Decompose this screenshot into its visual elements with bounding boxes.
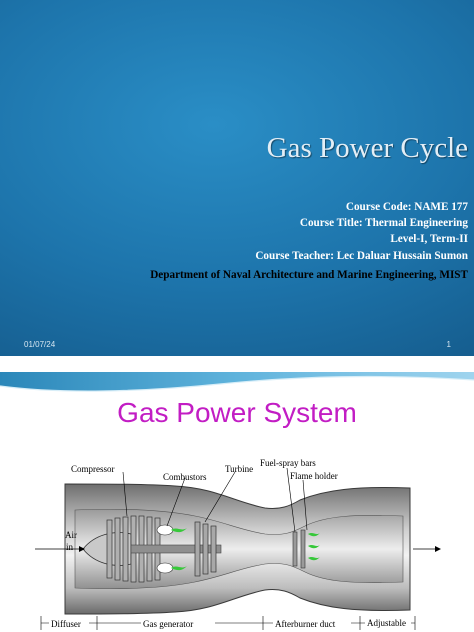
slide-date: 01/07/24: [24, 340, 56, 349]
label-compressor: Compressor: [71, 464, 115, 474]
course-title: Course Title: Thermal Engineering: [299, 217, 468, 230]
slide-title: Gas Power Cycle: [266, 132, 468, 164]
label-gas-generator: Gas generator: [143, 619, 193, 629]
label-adjustable: Adjustable: [367, 618, 406, 628]
label-afterburner-duct: Afterburner duct: [275, 619, 336, 629]
course-teacher: Course Teacher: Lec Daluar Hussain Sumon: [255, 249, 468, 262]
combustors: [156, 524, 187, 574]
gas-power-system-slide: Gas Power System: [0, 372, 474, 632]
department-name: Department of Naval Architecture and Mar…: [150, 269, 468, 281]
label-in: in: [66, 542, 74, 552]
slide-gap: [0, 356, 474, 372]
label-flame-holder: Flame holder: [290, 471, 338, 481]
course-level: Level-I, Term-II: [390, 233, 468, 246]
course-code: Course Code: NAME 177: [345, 201, 468, 213]
label-turbine: Turbine: [225, 464, 253, 474]
label-air: Air: [65, 530, 77, 540]
turbine-blades: [194, 521, 217, 577]
slide-number: 1: [446, 340, 451, 349]
slide2-title: Gas Power System: [117, 397, 357, 428]
label-fuel-spray-bars: Fuel-spray bars: [260, 458, 316, 468]
title-slide: Gas Power Cycle Course Code: NAME 177 Co…: [0, 0, 474, 356]
label-diffuser: Diffuser: [51, 619, 81, 629]
course-info: Course Code: NAME 177 Course Title: Ther…: [255, 199, 468, 264]
jet-engine-diagram: Compressor Combustors Turbine Fuel-spray…: [35, 458, 441, 630]
label-combustors: Combustors: [163, 472, 207, 482]
header-wave-decoration: [0, 372, 474, 392]
shaft: [130, 544, 222, 554]
